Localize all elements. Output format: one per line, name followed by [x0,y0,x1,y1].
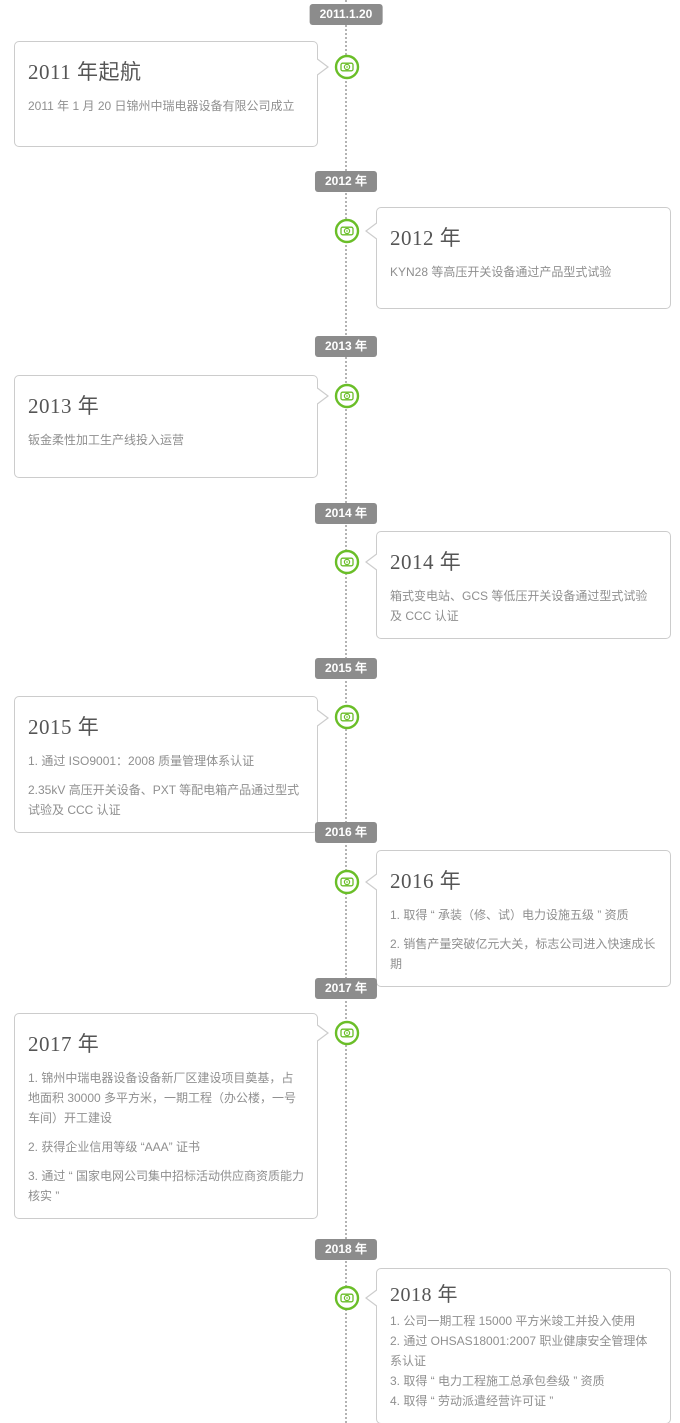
bubble-arrow-fill [367,553,379,571]
event-card: 2012 年 KYN28 等高压开关设备通过产品型式试验 [365,207,671,309]
bubble-arrow-fill [315,58,327,76]
card-title: 2011 年起航 [28,60,142,84]
event-card: 2016 年 1. 取得 “ 承装（修、试）电力设施五级 ” 资质 2. 销售产量… [365,850,671,987]
card-title: 2015 年 [28,715,100,739]
card-title: 2018 年 [390,1284,458,1306]
card-title: 2017 年 [28,1032,100,1056]
card-title: 2013 年 [28,394,100,418]
card-text: 2. 通过 OHSAS18001:2007 职业健康安全管理体系认证 [390,1334,648,1368]
camera-icon [334,218,360,244]
card-text: 钣金柔性加工生产线投入运营 [28,433,185,447]
card-body: 1. 通过 ISO9001：2008 质量管理体系认证 2.35kV 高压开关设备… [28,751,304,820]
camera-icon [334,54,360,80]
card-body: 1. 公司一期工程 15000 平方米竣工并投入使用 2. 通过 OHSAS180… [390,1311,657,1411]
card-text: 3. 通过 “ 国家电网公司集中招标活动供应商资质能力核实 ” [28,1169,305,1203]
bubble-arrow-fill [315,387,327,405]
bubble-arrow-fill [367,222,379,240]
card-body: 钣金柔性加工生产线投入运营 [28,430,304,450]
card-text: 3. 取得 “ 电力工程施工总承包叁级 ” 资质 [390,1374,605,1388]
event-card: 2015 年 1. 通过 ISO9001：2008 质量管理体系认证 2.35kV… [14,696,329,833]
card-text: 箱式变电站、GCS 等低压开关设备通过型式试验及 CCC 认证 [390,589,648,623]
bubble-arrow-fill [367,873,379,891]
date-badge: 2017 年 [314,978,378,999]
date-badge: 2012 年 [314,171,378,192]
date-badge: 2011.1.20 [309,4,383,25]
card-text: 1. 锦州中瑞电器设备设备新厂区建设项目奠基，占地面积 30000 多平方米，一… [28,1071,297,1125]
date-badge: 2018 年 [314,1239,378,1260]
card-text: 4. 取得 “ 劳动派遣经营许可证 ” [390,1394,554,1408]
card-title: 2014 年 [390,550,462,574]
camera-icon [334,869,360,895]
event-card: 2017 年 1. 锦州中瑞电器设备设备新厂区建设项目奠基，占地面积 30000… [14,1013,329,1219]
card-text: 2011 年 1 月 20 日锦州中瑞电器设备有限公司成立 [28,99,295,113]
event-card: 2018 年 1. 公司一期工程 15000 平方米竣工并投入使用 2. 通过 O… [365,1268,671,1423]
card-title: 2012 年 [390,226,462,250]
camera-icon [334,1020,360,1046]
date-badge: 2014 年 [314,503,378,524]
event-card: 2013 年 钣金柔性加工生产线投入运营 [14,375,329,478]
card-text: 1. 通过 ISO9001：2008 质量管理体系认证 [28,754,255,768]
card-text: KYN28 等高压开关设备通过产品型式试验 [390,265,612,279]
date-badge: 2016 年 [314,822,378,843]
event-card: 2011 年起航 2011 年 1 月 20 日锦州中瑞电器设备有限公司成立 [14,41,329,147]
card-text: 2. 获得企业信用等级 “AAA” 证书 [28,1140,201,1154]
date-badge: 2015 年 [314,658,378,679]
bubble-arrow-fill [367,1289,379,1307]
card-text: 1. 取得 “ 承装（修、试）电力设施五级 ” 资质 [390,908,629,922]
event-card: 2014 年 箱式变电站、GCS 等低压开关设备通过型式试验及 CCC 认证 [365,531,671,639]
card-body: 1. 取得 “ 承装（修、试）电力设施五级 ” 资质 2. 销售产量突破亿元大关，… [390,905,657,974]
camera-icon [334,704,360,730]
card-text: 1. 公司一期工程 15000 平方米竣工并投入使用 [390,1314,636,1328]
camera-icon [334,383,360,409]
card-text: 2.35kV 高压开关设备、PXT 等配电箱产品通过型式试验及 CCC 认证 [28,783,300,817]
card-body: 箱式变电站、GCS 等低压开关设备通过型式试验及 CCC 认证 [390,586,657,626]
bubble-arrow-fill [315,1024,327,1042]
card-title: 2016 年 [390,869,462,893]
card-text: 2. 销售产量突破亿元大关，标志公司进入快速成长期 [390,937,656,971]
card-body: 2011 年 1 月 20 日锦州中瑞电器设备有限公司成立 [28,96,304,116]
camera-icon [334,1285,360,1311]
card-body: KYN28 等高压开关设备通过产品型式试验 [390,262,657,282]
card-body: 1. 锦州中瑞电器设备设备新厂区建设项目奠基，占地面积 30000 多平方米，一… [28,1068,304,1206]
camera-icon [334,549,360,575]
date-badge: 2013 年 [314,336,378,357]
bubble-arrow-fill [315,709,327,727]
